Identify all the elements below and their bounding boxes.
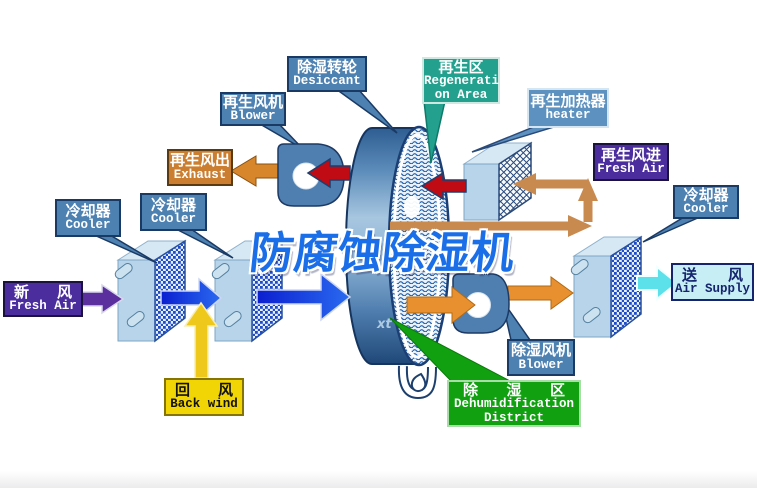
watermark-title: 防腐蚀除湿机 <box>247 228 517 279</box>
supply-arrow-1 <box>406 285 476 325</box>
label-back-wind: 回风 Back wind <box>164 378 244 416</box>
label-exhaust: 再生风出 Exhaust <box>167 149 233 186</box>
label-cooler-3: 冷却器 Cooler <box>673 185 739 219</box>
supply-arrow-2 <box>507 276 574 310</box>
label-air-supply: 送风 Air Supply <box>671 263 754 301</box>
wheel-watermark: xt <box>377 317 392 332</box>
label-dehumid-area: 除湿区 Dehumidification District <box>447 380 581 427</box>
fresh-air-arrow <box>78 283 125 315</box>
process-arrow-2 <box>256 272 352 322</box>
regen-heater-box <box>462 141 533 222</box>
label-regen-blower: 再生风机 Blower <box>220 92 286 126</box>
process-arrow-1 <box>160 277 223 319</box>
scan-noise <box>0 471 757 488</box>
label-regen-fresh-air: 再生风进 Fresh Air <box>593 143 669 181</box>
air-supply-arrow <box>636 264 679 302</box>
label-cooler-1: 冷却器 Cooler <box>55 199 121 237</box>
regen-air-path <box>390 173 598 237</box>
regen-in-arrow <box>420 171 467 201</box>
label-regen-heater: 再生加热器 heater <box>527 88 609 128</box>
label-dehumid-blower: 除湿风机 Blower <box>507 339 575 376</box>
back-wind-arrow <box>183 301 219 379</box>
label-desiccant: 除湿转轮 Desiccant <box>287 56 367 92</box>
cooler-unit-3 <box>568 236 642 338</box>
label-fresh-air: 新风 Fresh Air <box>3 281 83 317</box>
regen-out-arrow <box>306 157 351 189</box>
label-cooler-2: 冷却器 Cooler <box>140 193 207 231</box>
label-regen-area: 再生区 Regenerati on Area <box>422 57 500 104</box>
